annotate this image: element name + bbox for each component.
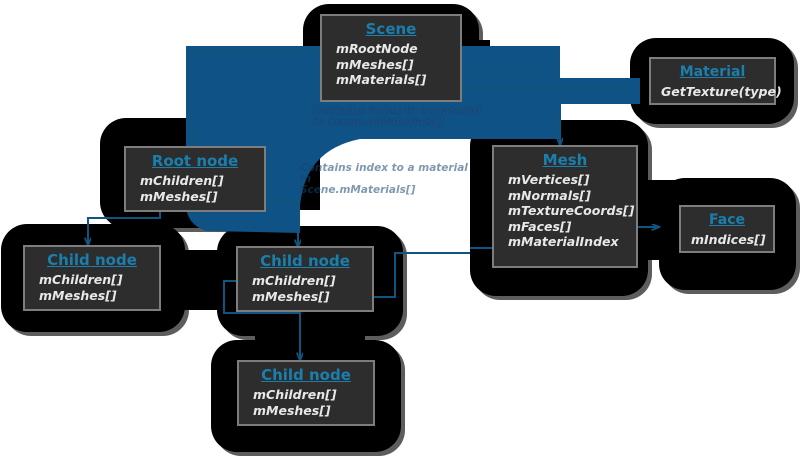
node-face[interactable]: Face mIndices[] — [679, 205, 775, 253]
field-mindices: mIndices[] — [691, 232, 766, 247]
ghost-annotation-line2: in — [300, 173, 312, 185]
node-scene-fields: mRootNode mMeshes[] mMaterials[] — [332, 41, 450, 88]
field-mtexturecoords: mTextureCoords[] — [508, 203, 635, 218]
field-child-mid-mchildren: mChildren[] — [252, 273, 336, 288]
node-root-node[interactable]: Root node mChildren[] mMeshes[] — [124, 146, 266, 212]
node-child-node-bottom[interactable]: Child node mChildren[] mMeshes[] — [237, 360, 375, 426]
node-child-node-left[interactable]: Child node mChildren[] mMeshes[] — [23, 245, 161, 311]
node-material-fields: GetTexture(type) — [661, 84, 782, 100]
node-root-node-title: Root node — [151, 152, 239, 170]
field-mvertices: mVertices[] — [508, 172, 590, 187]
node-mesh-fields: mVertices[] mNormals[] mTextureCoords[] … — [504, 172, 635, 250]
node-scene[interactable]: Scene mRootNode mMeshes[] mMaterials[] — [320, 14, 462, 102]
field-mfaces: mFaces[] — [508, 218, 572, 234]
node-material-title: Material — [679, 64, 746, 80]
node-child-bottom-title: Child node — [261, 366, 351, 384]
node-child-bottom-fields: mChildren[] mMeshes[] — [249, 387, 363, 418]
field-child-bottom-mmeshes: mMeshes[] — [253, 402, 331, 418]
node-child-mid-title: Child node — [260, 252, 350, 270]
field-scene-mmeshes: mMeshes[] — [336, 56, 414, 72]
node-material[interactable]: Material GetTexture(type) — [649, 57, 782, 105]
field-mrootnode: mRootNode — [336, 41, 418, 56]
annotation-material-index-line2: in Scene.mMaterials[] — [313, 116, 444, 128]
node-child-left-title: Child node — [47, 251, 137, 269]
node-mesh[interactable]: Mesh mVertices[] mNormals[] mTextureCoor… — [492, 145, 638, 268]
ghost-annotation-line1: Contains index to a material — [300, 162, 468, 174]
annotation-material-index-line1: Contains index to a material — [313, 105, 481, 117]
field-mnormals: mNormals[] — [508, 187, 591, 203]
node-mesh-title: Mesh — [542, 151, 588, 169]
node-child-node-mid[interactable]: Child node mChildren[] mMeshes[] — [236, 246, 374, 312]
field-scene-mmaterials: mMaterials[] — [336, 72, 427, 87]
node-face-title: Face — [709, 212, 745, 228]
field-root-mchildren: mChildren[] — [140, 173, 224, 188]
node-scene-title: Scene — [365, 20, 417, 38]
node-face-fields: mIndices[] — [691, 232, 766, 248]
node-root-node-fields: mChildren[] mMeshes[] — [136, 173, 254, 204]
field-child-left-mmeshes: mMeshes[] — [39, 287, 117, 303]
field-child-mid-mmeshes: mMeshes[] — [252, 288, 330, 304]
ghost-annotation-line3: Scene.mMaterials[] — [300, 184, 416, 196]
node-child-left-fields: mChildren[] mMeshes[] — [35, 272, 149, 303]
field-mmaterialindex: mMaterialIndex — [508, 234, 619, 249]
field-child-left-mchildren: mChildren[] — [39, 272, 123, 287]
field-root-mmeshes: mMeshes[] — [140, 188, 218, 204]
field-gettexture: GetTexture(type) — [661, 84, 782, 99]
field-child-bottom-mchildren: mChildren[] — [253, 387, 337, 402]
node-child-mid-fields: mChildren[] mMeshes[] — [248, 273, 362, 304]
